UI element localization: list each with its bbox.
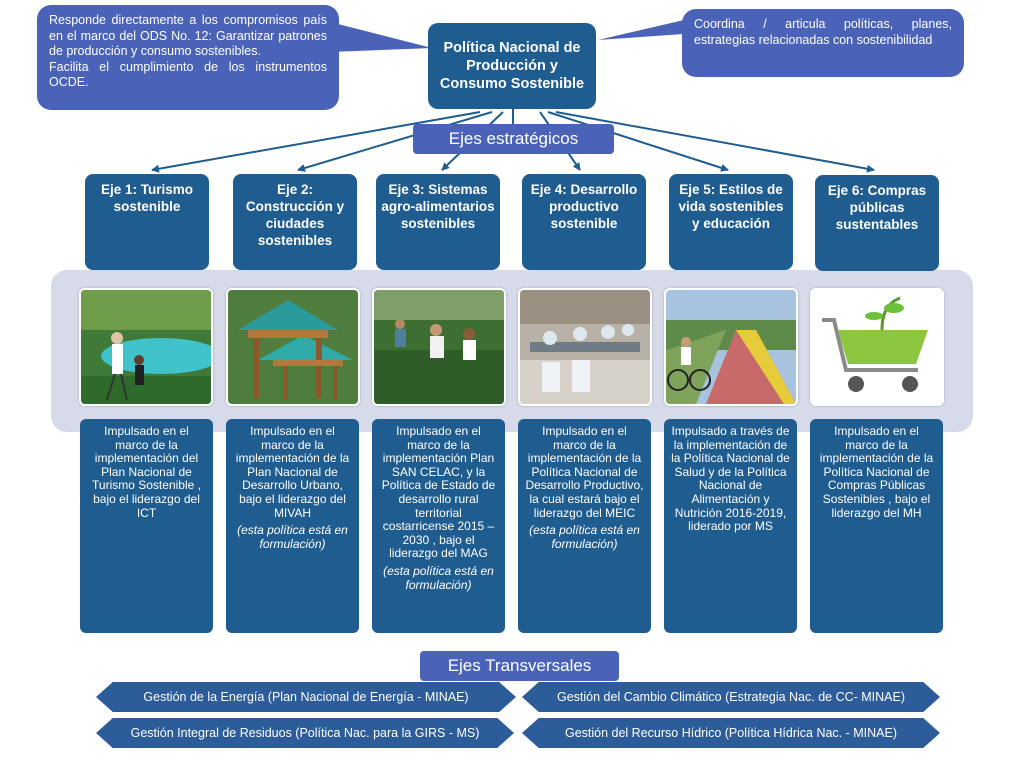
tourism-photo-icon [79,288,213,406]
right-callout-tail [598,20,684,40]
agriculture-photo-icon [372,288,506,406]
axis-5-description-text: Impulsado a través de la implementación … [671,424,790,534]
waste-management-arrow: Gestión Integral de Residuos (Política N… [96,718,514,748]
arrow-eje-6 [555,111,875,173]
left-callout-tail [330,22,432,52]
axis-6-title: Eje 6: Compras públicas sustentables [815,175,939,271]
arrow-eje-5 [547,111,729,172]
axis-4-description-text: Impulsado en el marco de la implementaci… [525,424,644,520]
cycling-photo-icon [664,288,798,406]
climate-change-arrow: Gestión del Cambio Climático (Estrategia… [522,682,940,712]
axis-4-title: Eje 4: Desarrollo productivo sostenible [522,174,646,270]
ods-commitment-text: Responde directamente a los compromisos … [49,13,327,58]
axis-3-title: Eje 3: Sistemas agro-alimentarios sosten… [376,174,500,270]
water-resources-arrow: Gestión del Recurso Hídrico (Política Hí… [522,718,940,748]
axis-3-description-text: Impulsado en el marco de la implementaci… [381,424,496,561]
ocde-text: Facilita el cumplimiento de los instrume… [49,59,327,90]
axis-3-description: Impulsado en el marco de la implementaci… [372,419,505,633]
transversal-axes-label: Ejes Transversales [420,651,619,681]
axis-1-title: Eje 1: Turismo sostenible [85,174,209,270]
arrow-eje-2 [297,111,493,172]
axis-1-description-text: Impulsado en el marco de la implementaci… [92,424,201,520]
main-policy-title: Política Nacional de Producción y Consum… [428,23,596,109]
axis-4-note: (esta política está en formulación) [529,523,640,551]
axis-6-description: Impulsado en el marco de la implementaci… [810,419,943,633]
coordination-callout: Coordina / articula políticas, planes, e… [682,9,964,77]
laboratory-photo-icon [518,288,652,406]
arrow-eje-1 [151,111,481,173]
axis-5-title: Eje 5: Estilos de vida sostenibles y edu… [669,174,793,270]
axis-3-note: (esta política está en formulación) [383,563,494,592]
shopping-cart-icon [810,288,944,406]
ods-commitment-callout: Responde directamente a los compromisos … [37,5,339,110]
strategic-axes-label: Ejes estratégicos [413,124,614,154]
energy-management-arrow: Gestión de la Energía (Plan Nacional de … [96,682,516,712]
axis-4-description: Impulsado en el marco de la implementaci… [518,419,651,633]
axis-1-description: Impulsado en el marco de la implementaci… [80,419,213,633]
axis-2-description-text: Impulsado en el marco de la implementaci… [235,424,350,520]
coordination-text: Coordina / articula políticas, planes, e… [694,17,952,47]
axis-2-note: (esta política está en formulación) [237,523,348,551]
axis-6-description-text: Impulsado en el marco de la implementaci… [819,424,934,520]
axis-2-description: Impulsado en el marco de la implementaci… [226,419,359,633]
construction-photo-icon [226,288,360,406]
axis-5-description: Impulsado a través de la implementación … [664,419,797,633]
axis-2-title: Eje 2: Construcción y ciudades sostenibl… [233,174,357,270]
